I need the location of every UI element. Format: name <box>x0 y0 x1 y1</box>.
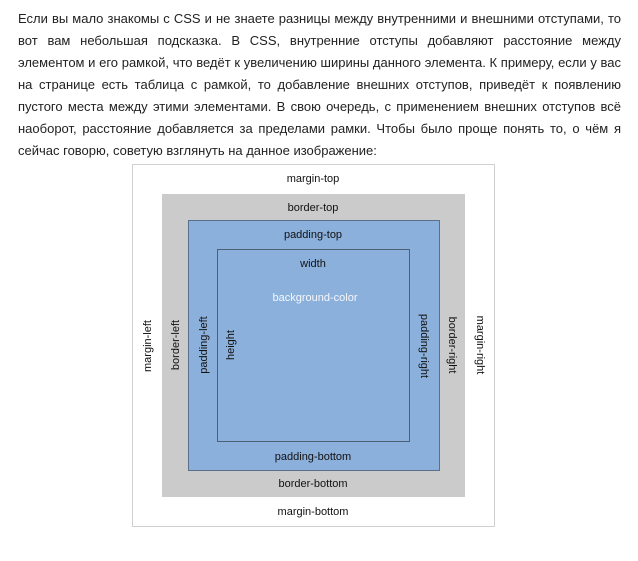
content-area <box>217 249 410 442</box>
margin-top-label: margin-top <box>286 173 340 185</box>
padding-bottom-label: padding-bottom <box>274 451 352 463</box>
border-top-label: border-top <box>287 202 339 214</box>
border-right-label: border-right <box>446 316 458 374</box>
padding-top-label: padding-top <box>283 229 343 241</box>
border-left-label: border-left <box>170 319 182 371</box>
padding-left-label: padding-left <box>198 316 210 374</box>
background-color-label: background-color <box>272 292 358 304</box>
intro-paragraph: Если вы мало знакомы с CSS и не знаете р… <box>18 11 621 158</box>
width-label: width <box>300 258 326 270</box>
height-label: height <box>225 330 237 360</box>
margin-left-label: margin-left <box>142 320 154 372</box>
padding-right-label: padding-right <box>418 313 430 379</box>
padding-area <box>188 220 440 471</box>
margin-right-label: margin-right <box>474 315 486 375</box>
margin-bottom-label: margin-bottom <box>277 506 349 518</box>
border-bottom-label: border-bottom <box>278 478 348 490</box>
